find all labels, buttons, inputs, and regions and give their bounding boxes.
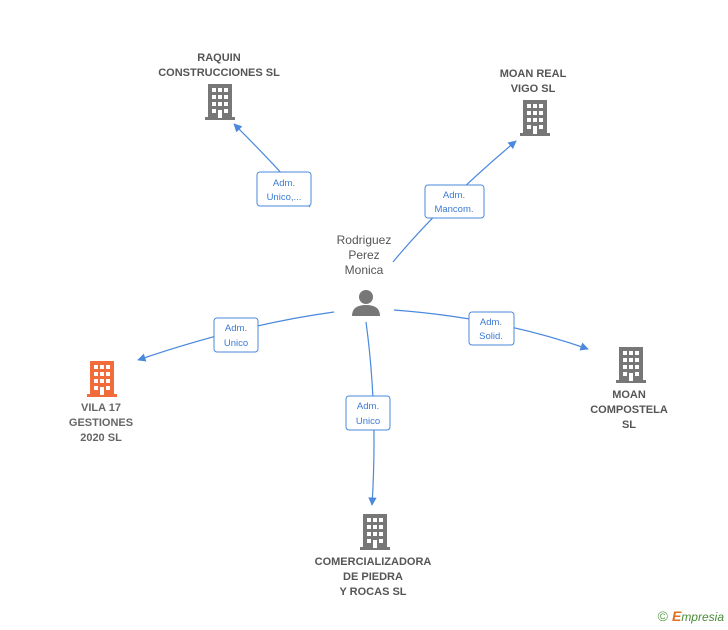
company-name-line: Y ROCAS SL [339,586,406,598]
edge-label-line: Adm. [357,401,379,412]
company-name-line: VIGO SL [511,83,556,95]
company-name-line: CONSTRUCCIONES SL [158,67,280,79]
company-name-line: GESTIONES [69,417,133,429]
edge-label-raquin[interactable]: Adm. Unico,... [256,171,312,207]
brand-logo: Empresia [672,608,724,624]
copyright-icon: © [657,608,668,624]
edge-label-line: Mancom. [434,204,473,215]
company-name-line: MOAN [612,389,646,401]
company-name-line: COMERCIALIZADORA [315,556,432,568]
company-node-raquin[interactable]: RAQUIN CONSTRUCCIONES SL [158,52,280,120]
person-icon [352,290,380,316]
company-name-line: RAQUIN [197,52,240,64]
building-icon [360,514,390,550]
edge-label-line: Adm. [443,190,465,201]
edge-label-line: Adm. [225,323,247,334]
company-name-line: 2020 SL [80,432,122,444]
edge-label-comercializadora[interactable]: Adm. Unico [345,395,391,431]
company-name-line: SL [622,419,636,431]
company-node-moan-compostela[interactable]: MOAN COMPOSTELA SL [590,347,668,431]
person-name-line: Perez [348,248,379,262]
edge-label-line: Unico [356,416,380,427]
footer-brand[interactable]: © Empresia [658,608,724,624]
person-node[interactable]: Rodriguez Perez Monica [337,233,392,316]
person-name-line: Rodriguez [337,233,392,247]
edge-label-line: Adm. [480,317,502,328]
edge-label-moan-compostela[interactable]: Adm. Solid. [468,311,515,346]
company-node-comercializadora[interactable]: COMERCIALIZADORA DE PIEDRA Y ROCAS SL [315,514,432,598]
brand-initial: E [671,608,682,624]
edge-label-line: Unico,... [267,192,302,203]
company-name-line: MOAN REAL [500,68,567,80]
company-name-line: DE PIEDRA [343,571,403,583]
company-name-line: COMPOSTELA [590,404,668,416]
edge-label-vila17[interactable]: Adm. Unico [213,317,259,353]
building-icon [205,84,235,120]
edge-label-line: Unico [224,338,248,349]
company-node-moan-real-vigo[interactable]: MOAN REAL VIGO SL [500,68,567,136]
edge-label-moan-real-vigo[interactable]: Adm. Mancom. [424,184,485,219]
company-name-line: VILA 17 [81,402,121,414]
building-icon [616,347,646,383]
building-icon [520,100,550,136]
company-node-vila17[interactable]: VILA 17 GESTIONES 2020 SL [69,361,133,444]
person-name-line: Monica [345,263,384,277]
edge-label-line: Solid. [479,331,503,342]
brand-rest: mpresia [681,610,724,624]
edge-label-line: Adm. [273,178,295,189]
building-icon [87,361,117,397]
